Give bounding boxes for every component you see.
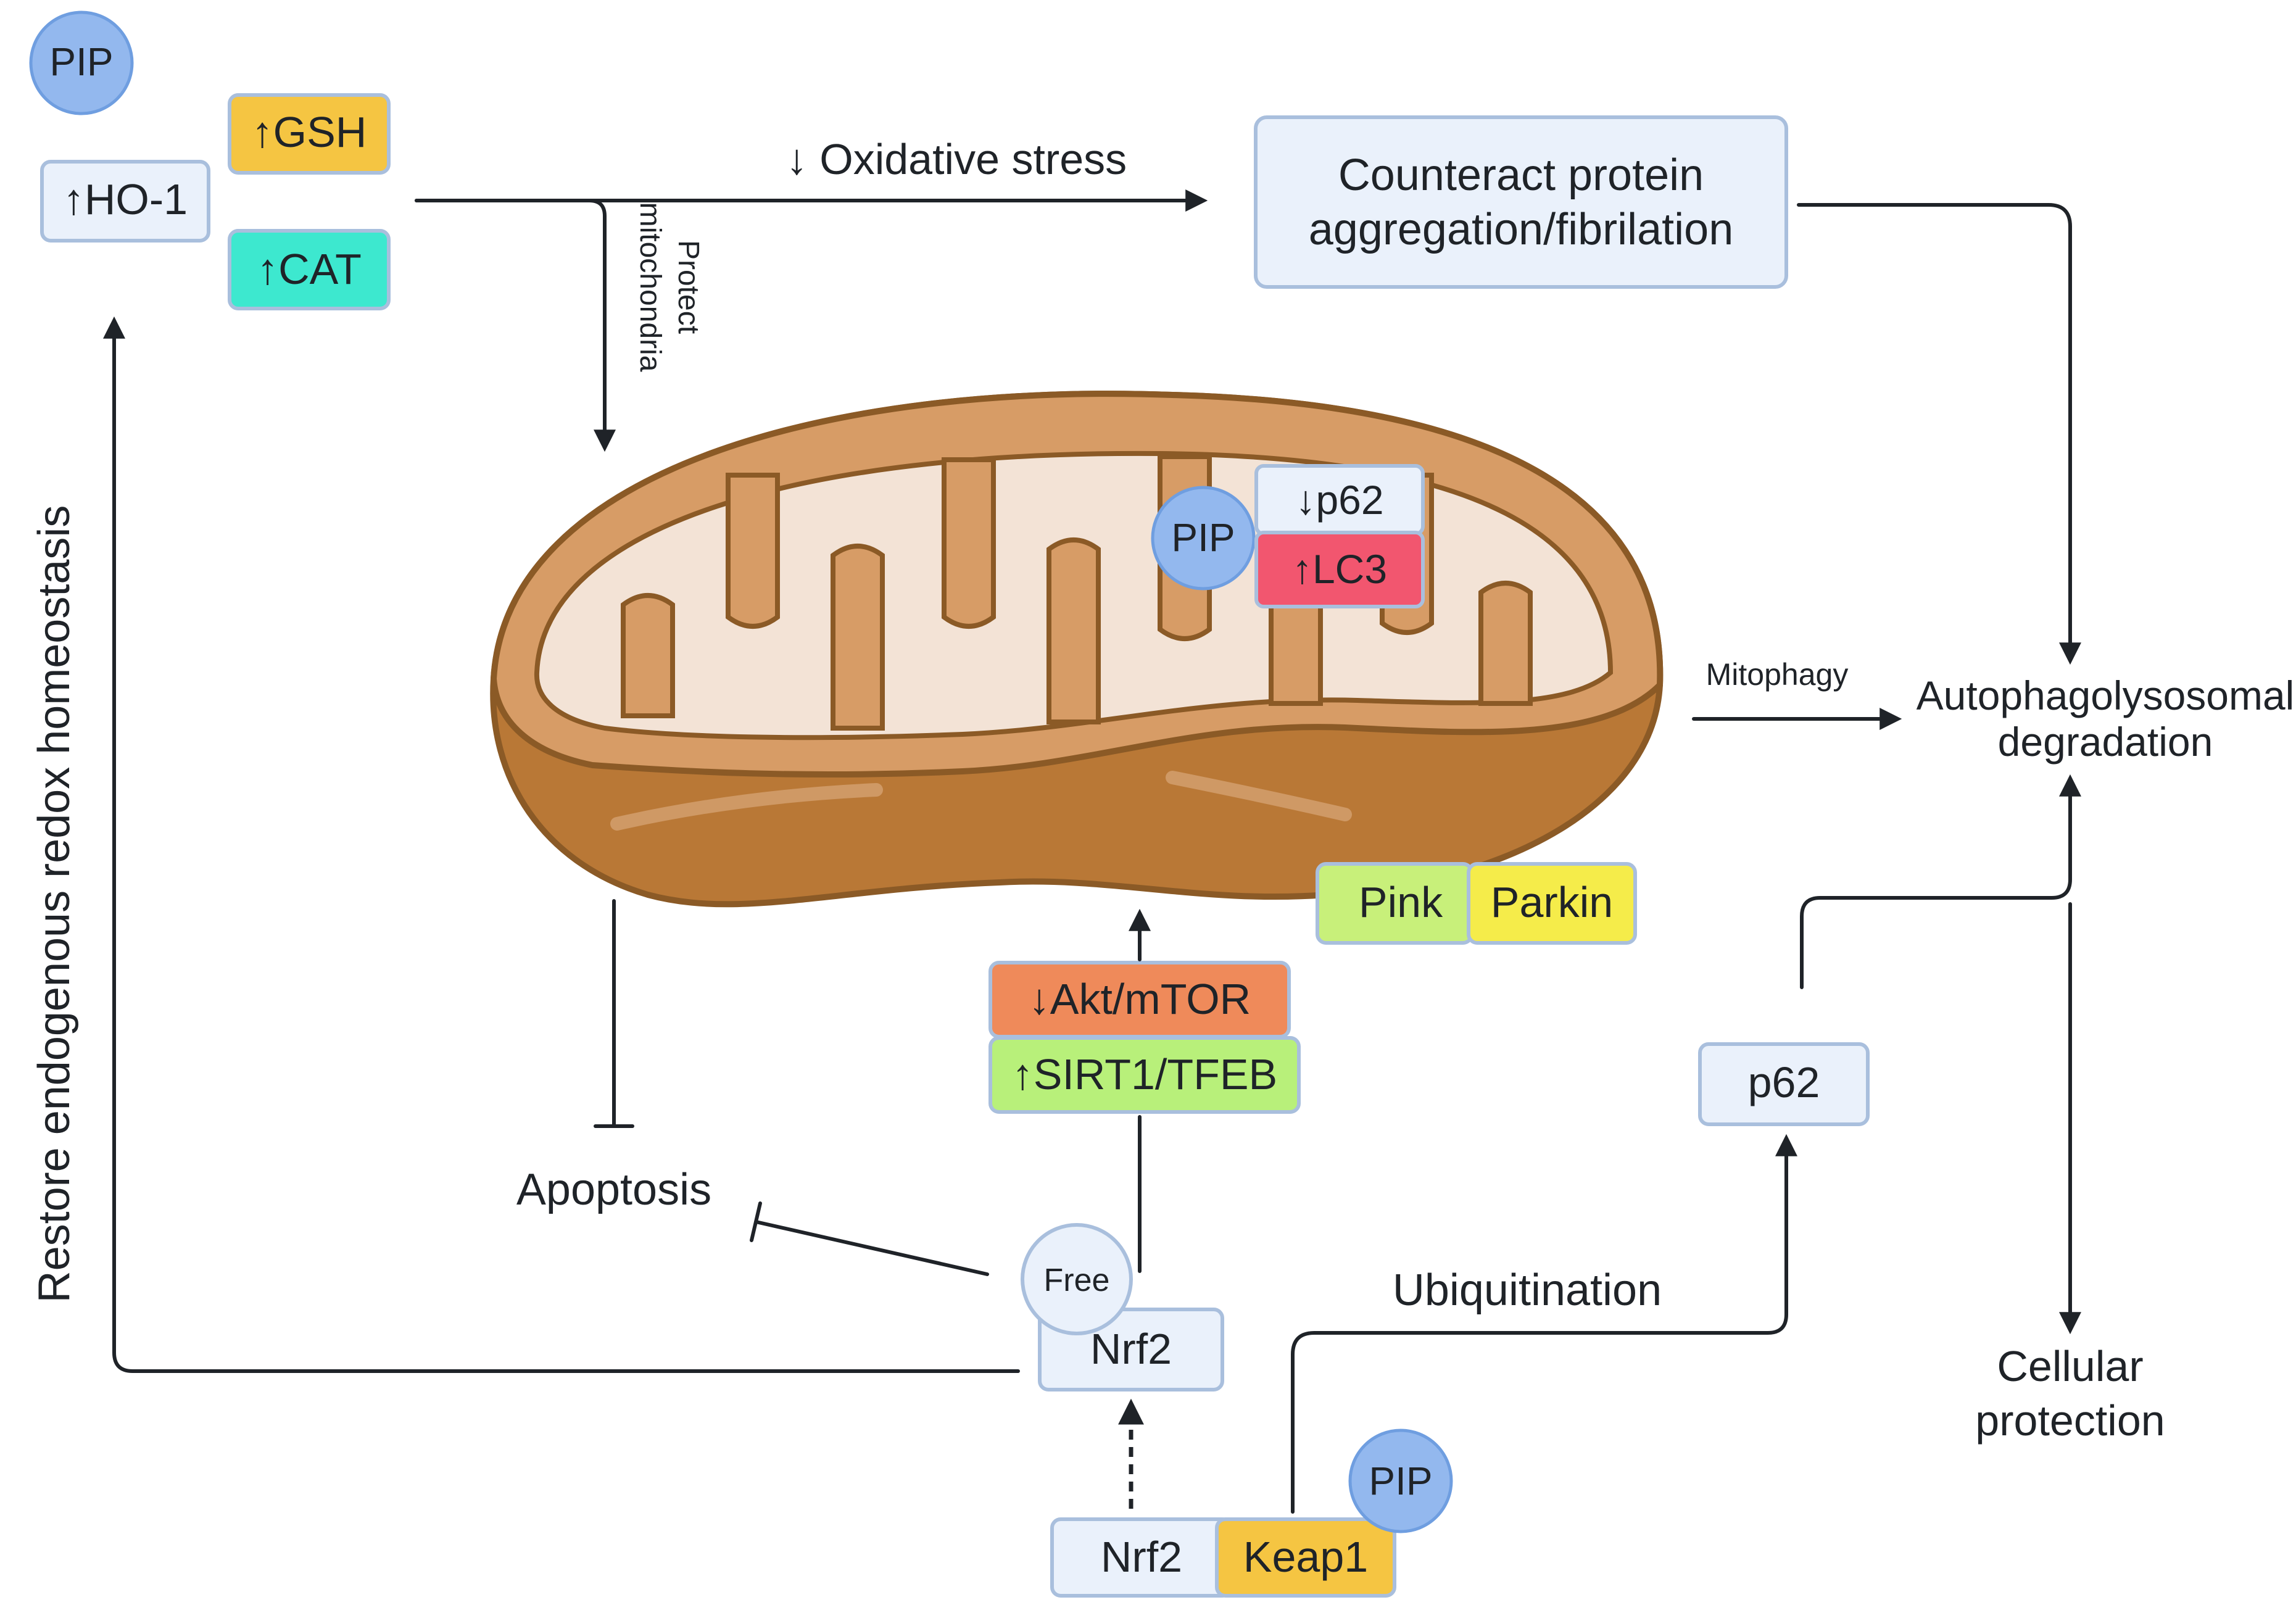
mitochondrion-illustration (490, 391, 1664, 908)
svg-text:Keap1: Keap1 (1243, 1533, 1368, 1581)
svg-text:Restore endogenous redox homeo: Restore endogenous redox homeostasis (30, 505, 79, 1303)
svg-text:Protect: Protect (672, 240, 705, 334)
protect-mitochondria-text: Protect mitochondria (634, 202, 705, 372)
counteract-to-autophago-arrow (1797, 203, 2081, 665)
svg-text:Pink: Pink (1359, 878, 1443, 926)
ho1-box: ↑HO-1 (40, 160, 210, 243)
svg-text:p62: p62 (1748, 1058, 1820, 1106)
cellular-line2: protection (1975, 1396, 2165, 1445)
lc3-up-box: ↑LC3 (1254, 531, 1425, 608)
svg-text:PIP: PIP (1369, 1459, 1432, 1503)
counteract-line1: Counteract protein (1338, 151, 1704, 200)
pip-circle-keap1: PIP (1348, 1429, 1453, 1533)
svg-text:Free: Free (1044, 1263, 1110, 1298)
counteract-line2: aggregation/fibrilation (1309, 205, 1733, 254)
pink-box: Pink (1316, 862, 1473, 945)
gsh-label: ↑GSH (252, 108, 367, 156)
pip-label: PIP (49, 39, 113, 84)
svg-text:PIP: PIP (1171, 515, 1235, 560)
nrf2-inhibits-apoptosis (754, 1220, 989, 1276)
svg-text:Nrf2: Nrf2 (1090, 1325, 1172, 1373)
pip-circle-topleft: PIP (29, 10, 134, 115)
pip-circle-mitochondria: PIP (1151, 486, 1256, 591)
ho1-label: ↑HO-1 (63, 175, 188, 223)
protect-mitochondria-arrow (415, 199, 616, 452)
svg-text:Nrf2: Nrf2 (1101, 1533, 1182, 1581)
ubiquitination-arrow (1291, 1134, 1797, 1514)
nrf2-apoptosis-tbar (750, 1201, 762, 1242)
svg-text:Parkin: Parkin (1491, 878, 1613, 926)
akt-mtor-box: ↓Akt/mTOR (988, 961, 1291, 1039)
autophago-line1: Autophagolysosomal (1917, 673, 2295, 718)
restore-redox-arrow (103, 316, 1020, 1373)
cellular-line1: Cellular (1997, 1342, 2143, 1390)
svg-text:mitochondria: mitochondria (634, 202, 666, 372)
svg-text:↑LC3: ↑LC3 (1292, 546, 1387, 592)
oxidative-stress-label: ↓ Oxidative stress (786, 135, 1127, 183)
restore-redox-text: Restore endogenous redox homeostasis (30, 505, 79, 1303)
counteract-protein-box: Counteract protein aggregation/fibrilati… (1254, 115, 1788, 289)
ubiquitination-label: Ubiquitination (1393, 1266, 1662, 1315)
p62-to-autophago-arrow (1800, 774, 2081, 989)
cat-box: ↑CAT (228, 229, 391, 310)
autophago-line2: degradation (1998, 719, 2213, 765)
p62-down-box: ↓p62 (1254, 464, 1425, 536)
svg-text:↓p62: ↓p62 (1295, 477, 1383, 523)
parkin-box: Parkin (1467, 862, 1637, 945)
keap1-box: Keap1 (1215, 1517, 1396, 1598)
svg-text:↓Akt/mTOR: ↓Akt/mTOR (1029, 975, 1251, 1023)
svg-text:↑SIRT1/TFEB: ↑SIRT1/TFEB (1012, 1050, 1277, 1098)
cat-label: ↑CAT (257, 245, 362, 293)
sirt1-tfeb-box: ↑SIRT1/TFEB (988, 1036, 1301, 1114)
free-circle: Free (1021, 1223, 1133, 1335)
apoptosis-label: Apoptosis (516, 1165, 711, 1214)
nrf2-bound-box: Nrf2 (1050, 1517, 1233, 1598)
mitophagy-label: Mitophagy (1706, 657, 1849, 692)
p62-box: p62 (1698, 1042, 1870, 1126)
gsh-box: ↑GSH (228, 93, 391, 175)
